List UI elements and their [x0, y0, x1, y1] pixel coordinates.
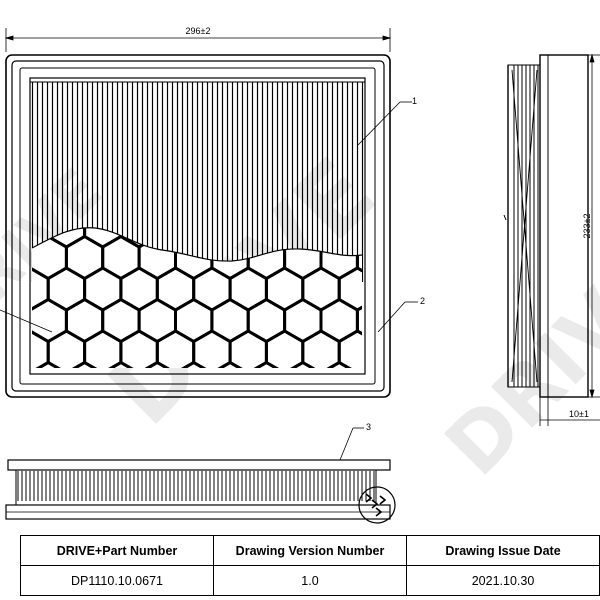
header-version-number: Drawing Version Number — [213, 535, 407, 566]
depth-dimension — [539, 397, 600, 426]
honeycomb-cell — [176, 426, 212, 468]
honeycomb-cell — [30, 426, 66, 468]
honeycomb-cell — [66, 426, 102, 468]
info-value-row: DP1110.10.0671 1.0 2021.10.30 — [20, 565, 600, 596]
value-part-number: DP1110.10.0671 — [20, 565, 214, 596]
value-issue-date: 2021.10.30 — [406, 565, 600, 596]
honeycomb-cell — [355, 297, 362, 344]
honeycomb-cell — [85, 394, 121, 436]
honeycomb-cell — [248, 426, 284, 468]
filter-top-view — [5, 54, 391, 398]
honeycomb-cell — [230, 394, 266, 436]
callout-lines — [0, 101, 418, 461]
callout-2: 2 — [420, 296, 425, 306]
honeycomb-cell — [12, 394, 48, 436]
honeycomb-cell — [103, 426, 139, 468]
filter-side-view — [503, 54, 589, 398]
honeycomb-cell — [266, 394, 302, 436]
filter-front-view — [5, 459, 396, 524]
width-dimension-label: 296±2 — [186, 26, 211, 36]
height-dimension — [588, 53, 600, 399]
info-header-row: DRIVE+Part Number Drawing Version Number… — [20, 535, 600, 566]
honeycomb-cell — [285, 426, 321, 468]
drawing-info-table: DRIVE+Part Number Drawing Version Number… — [20, 535, 600, 596]
width-dimension — [4, 28, 392, 52]
header-issue-date: Drawing Issue Date — [406, 535, 600, 566]
honeycomb-cell — [357, 426, 393, 468]
honeycomb-cell — [48, 394, 84, 436]
honeycomb-cell — [321, 426, 357, 468]
callout-1: 1 — [412, 96, 417, 106]
honeycomb-cell — [212, 426, 248, 468]
height-dimension-label: 233±2 — [582, 214, 592, 239]
header-part-number: DRIVE+Part Number — [20, 535, 214, 566]
value-version-number: 1.0 — [213, 565, 407, 596]
honeycomb-cell — [0, 426, 30, 468]
callout-3: 3 — [366, 422, 371, 432]
depth-dimension-label: 10±1 — [569, 409, 589, 419]
honeycomb-cell — [337, 329, 362, 368]
honeycomb-cell — [303, 394, 339, 436]
honeycomb-cell — [0, 394, 12, 436]
